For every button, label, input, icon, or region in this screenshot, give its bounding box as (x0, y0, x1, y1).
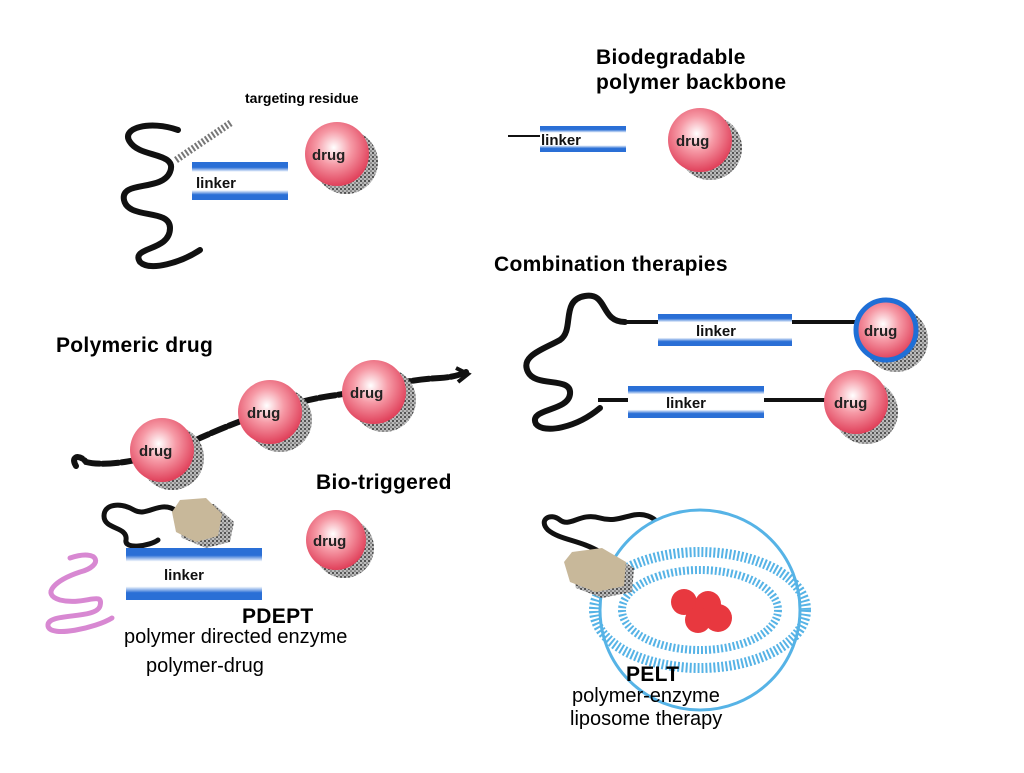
liposome-inner-layer (618, 566, 782, 654)
drug-label: drug (676, 133, 709, 150)
drug-sphere (238, 380, 302, 444)
targeting-residue-label: targeting residue (245, 90, 359, 106)
linker-box (658, 314, 792, 346)
linker-label: linker (666, 395, 706, 412)
linker-label: linker (696, 323, 736, 340)
linker-box (540, 126, 626, 152)
pink-polymer-chain (45, 552, 115, 634)
polymer-backbone-heading: polymer backbone (596, 71, 787, 94)
bio-triggered-heading: Bio-triggered (316, 471, 452, 494)
pelt-description-line1: polymer-enzyme (572, 685, 720, 707)
drug-label: drug (834, 395, 867, 412)
linker-label: linker (541, 132, 581, 149)
pelt-heading: PELT (626, 663, 680, 686)
pdept-conjugate: linker drug (45, 498, 374, 634)
drug-label: drug (864, 323, 897, 340)
drug-core (671, 589, 697, 615)
drug-label: drug (312, 147, 345, 164)
drug-sphere (306, 510, 366, 570)
linker-box (628, 386, 764, 418)
drug-label: drug (313, 533, 346, 550)
enzyme-icon (172, 498, 222, 542)
linker-box (126, 548, 262, 600)
biodegradable-heading: Biodegradable (596, 46, 746, 69)
polymeric-drug-heading: Polymeric drug (56, 334, 214, 357)
targeting-residue-icon (174, 119, 234, 163)
drug-label: drug (350, 385, 383, 402)
polymer-chain (523, 292, 628, 432)
drug-label: drug (139, 443, 172, 460)
combination-therapies-heading: Combination therapies (494, 253, 728, 276)
drug-sphere (305, 122, 369, 186)
chain-end-arrow (455, 366, 472, 384)
pdept-description-line1: polymer directed enzyme (124, 626, 348, 648)
combination-therapy-conjugate: linker drug linker drug (523, 292, 928, 444)
drug-sphere-blue (853, 297, 919, 363)
enzyme-icon (564, 548, 626, 592)
drug-sphere (342, 360, 406, 424)
drug-sphere (824, 370, 888, 434)
pdept-heading: PDEPT (242, 605, 314, 628)
drug-label: drug (247, 405, 280, 422)
liposome-outer-layer (589, 547, 811, 673)
pelt-conjugate (541, 508, 811, 712)
polymer-chain (101, 502, 181, 549)
biodegradable-conjugate: linker drug (508, 108, 742, 180)
linker-label: linker (164, 567, 204, 584)
polymeric-drug-conjugate: drug drug drug (71, 360, 472, 490)
pdept-description-line2: polymer-drug (146, 655, 264, 677)
polymer-chain (541, 512, 661, 555)
drug-core (704, 604, 732, 632)
pelt-description-line2: liposome therapy (570, 708, 723, 730)
linker-box (192, 162, 288, 200)
linker-label: linker (196, 175, 236, 192)
drug-core (685, 607, 711, 633)
drug-sphere (130, 418, 194, 482)
polymer-chain (120, 122, 203, 269)
targeted-conjugate: linker drug (120, 119, 378, 269)
drug-sphere (668, 108, 732, 172)
